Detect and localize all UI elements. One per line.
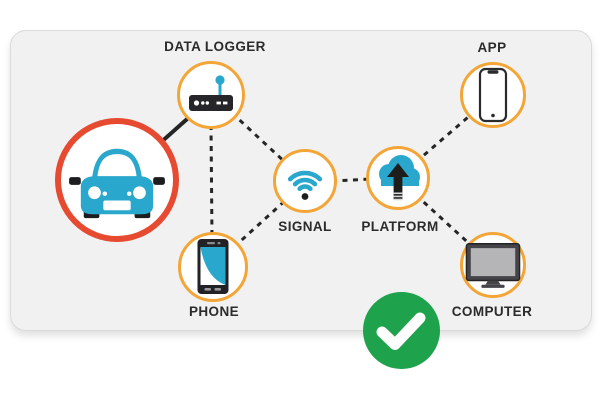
status-badge — [363, 292, 440, 369]
smartphone-icon — [197, 239, 229, 294]
desktop-monitor-icon — [465, 242, 521, 288]
node-signal — [273, 149, 337, 213]
label-signal: SIGNAL — [278, 219, 332, 234]
data-logger-icon — [189, 75, 233, 111]
node-computer — [460, 232, 526, 298]
node-data-logger — [177, 61, 245, 129]
label-computer: COMPUTER — [451, 304, 533, 319]
node-app — [460, 62, 526, 128]
label-phone: PHONE — [188, 304, 239, 319]
node-platform — [366, 146, 430, 210]
wifi-icon — [287, 170, 323, 200]
label-app: APP — [477, 40, 507, 55]
label-platform: PLATFORM — [361, 219, 439, 234]
checkmark-icon — [376, 312, 426, 350]
node-phone — [178, 232, 248, 302]
label-data-logger: DATA LOGGER — [164, 39, 266, 54]
node-car — [55, 118, 179, 242]
cloud-upload-icon — [379, 155, 420, 201]
car-icon — [69, 148, 165, 219]
mobile-app-icon — [478, 67, 508, 123]
